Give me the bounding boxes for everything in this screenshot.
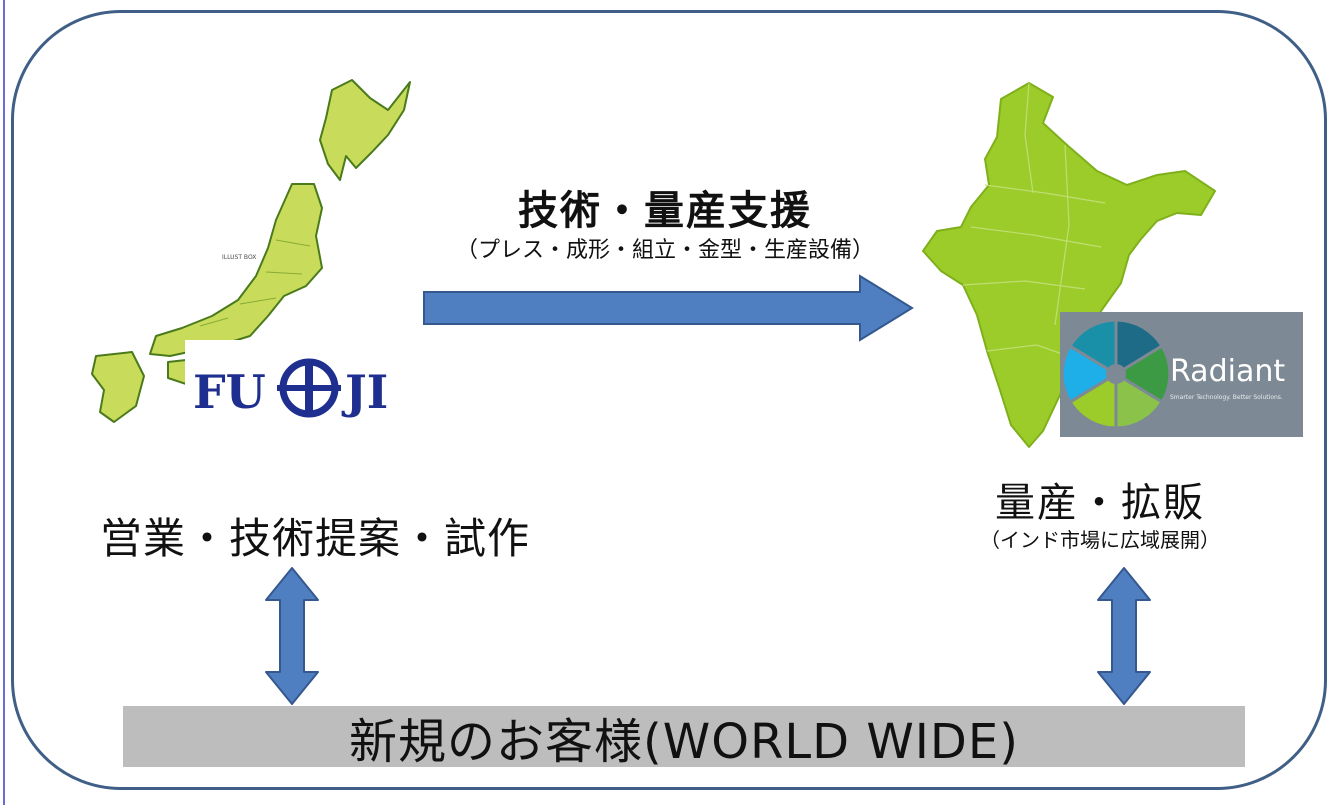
- india-map-icon: [922, 82, 1216, 448]
- japan-map-icon: ILLUST BOX: [91, 79, 411, 423]
- bottom-banner-text: 新規のお客様(WORLD WIDE): [349, 713, 1019, 770]
- double-arrow-vertical-icon: [1097, 567, 1151, 705]
- top-arrow-sublabel: （プレス・成形・組立・金型・生産設備）: [455, 238, 874, 263]
- bottom-banner: 新規のお客様(WORLD WIDE): [123, 706, 1245, 770]
- arrow-right-icon: [423, 274, 914, 342]
- fuji-logo-text-ji: JI: [341, 365, 388, 419]
- fuji-logo-icon: FU JI: [185, 340, 435, 438]
- right-sublabel: （インド市場に広域展開）: [980, 528, 1220, 552]
- top-arrow-label: 技術・量産支援: [518, 188, 812, 234]
- radiant-logo-tagline: Smarter Technology. Better Solutions.: [1170, 394, 1283, 401]
- right-label: 量産・拡販: [995, 480, 1205, 526]
- double-arrow-vertical-icon: [265, 567, 319, 705]
- fuji-logo-text-fu: FU: [193, 365, 266, 419]
- radiant-logo-icon: [1060, 318, 1172, 430]
- japan-map-watermark: ILLUST BOX: [222, 254, 256, 261]
- left-label: 営業・技術提案・試作: [100, 514, 531, 563]
- page-left-rule: [3, 0, 5, 805]
- radiant-logo-name: Radiant: [1170, 354, 1286, 389]
